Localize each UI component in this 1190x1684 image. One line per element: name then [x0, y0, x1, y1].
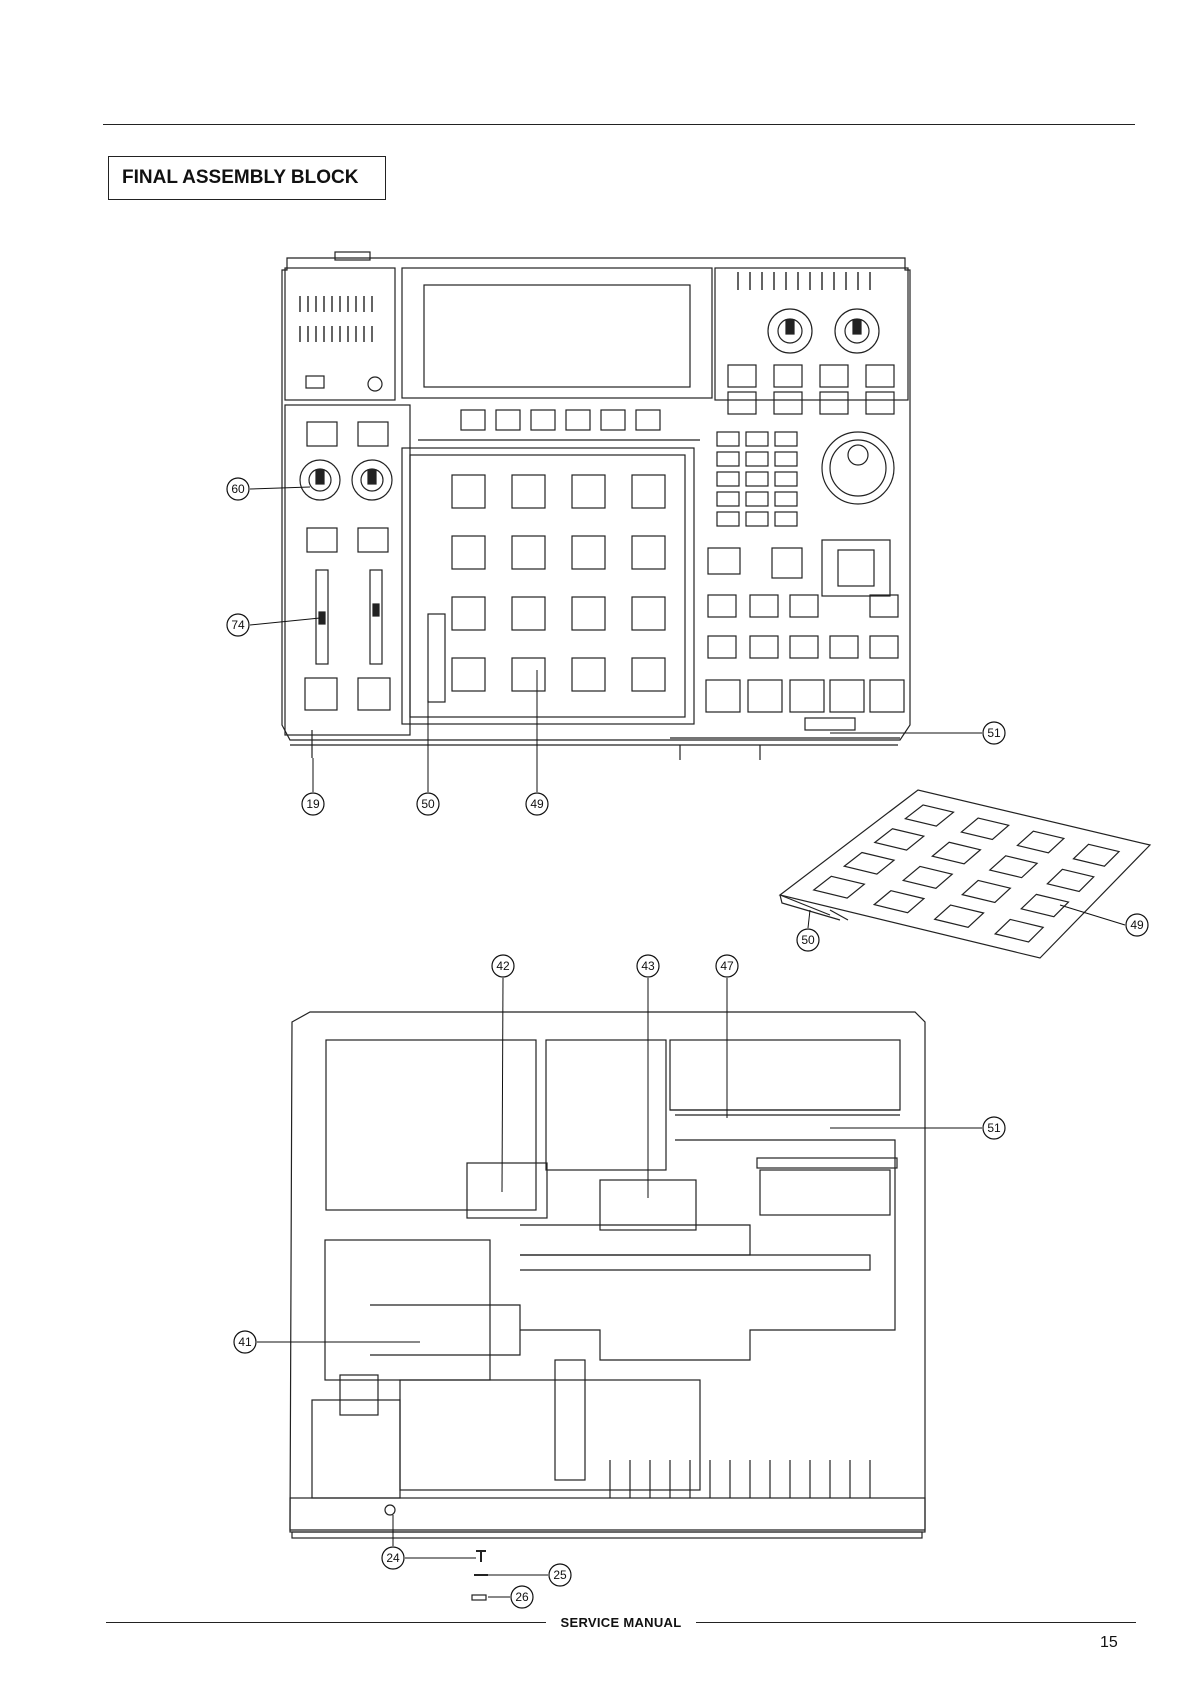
pad	[572, 597, 605, 630]
pad	[572, 658, 605, 691]
callout-49: 49	[1126, 914, 1148, 936]
pad	[572, 475, 605, 508]
footer-label: SERVICE MANUAL	[106, 1615, 1136, 1630]
sheet-pad	[874, 891, 924, 913]
svg-text:24: 24	[386, 1551, 400, 1565]
callout-47: 47	[716, 955, 738, 977]
svg-text:19: 19	[306, 797, 320, 811]
top-view-unit	[282, 252, 910, 760]
callout-50: 50	[417, 793, 439, 815]
sheet-pad	[935, 905, 984, 927]
svg-text:60: 60	[231, 482, 245, 496]
callout-24: 24	[382, 1547, 404, 1569]
sheet-pad	[962, 880, 1010, 902]
callout-41: 41	[234, 1331, 256, 1353]
callout-51: 51	[983, 722, 1005, 744]
svg-text:74: 74	[231, 618, 245, 632]
sheet-pad	[875, 829, 924, 850]
pad	[512, 658, 545, 691]
pad	[512, 597, 545, 630]
svg-text:51: 51	[987, 1121, 1001, 1135]
callout-19: 19	[302, 793, 324, 815]
pad	[452, 536, 485, 569]
svg-text:49: 49	[1130, 918, 1144, 932]
footer-bar: SERVICE MANUAL	[106, 1613, 1136, 1633]
callout-49: 49	[526, 793, 548, 815]
svg-text:51: 51	[987, 726, 1001, 740]
svg-text:50: 50	[801, 933, 815, 947]
pad	[632, 475, 665, 508]
svg-text:47: 47	[720, 959, 734, 973]
callout-60: 60	[227, 478, 249, 500]
svg-text:26: 26	[515, 1590, 529, 1604]
pad	[512, 475, 545, 508]
sheet-pad	[844, 853, 894, 875]
sheet-pad-grid	[814, 805, 1119, 942]
callout-74: 74	[227, 614, 249, 636]
svg-text:50: 50	[421, 797, 435, 811]
pad	[452, 475, 485, 508]
bottom-view-unit	[290, 1012, 925, 1600]
svg-text:42: 42	[496, 959, 510, 973]
sheet-pad	[990, 856, 1037, 878]
sheet-pad	[932, 842, 980, 864]
sheet-pad	[814, 876, 865, 898]
page-number: 15	[1100, 1634, 1118, 1652]
callout-43: 43	[637, 955, 659, 977]
svg-text:25: 25	[553, 1568, 567, 1582]
pad	[452, 658, 485, 691]
svg-text:49: 49	[530, 797, 544, 811]
pad	[572, 536, 605, 569]
callout-25: 25	[549, 1564, 571, 1586]
sheet-pad	[1017, 831, 1063, 853]
sheet-pad	[1073, 844, 1119, 866]
pad	[632, 658, 665, 691]
sheet-pad	[903, 866, 952, 888]
pad	[512, 536, 545, 569]
pad	[632, 536, 665, 569]
top-pad-grid	[452, 475, 665, 691]
pad	[632, 597, 665, 630]
callout-50: 50	[797, 929, 819, 951]
callout-51: 51	[983, 1117, 1005, 1139]
sheet-pad	[905, 805, 953, 826]
svg-text:43: 43	[641, 959, 655, 973]
callout-42: 42	[492, 955, 514, 977]
sheet-pad	[961, 818, 1008, 839]
svg-text:41: 41	[238, 1335, 252, 1349]
sheet-pad	[1047, 869, 1093, 891]
pad	[452, 597, 485, 630]
callout-26: 26	[511, 1586, 533, 1608]
sheet-pad	[995, 919, 1043, 942]
pad-sheet-exploded	[780, 790, 1150, 958]
